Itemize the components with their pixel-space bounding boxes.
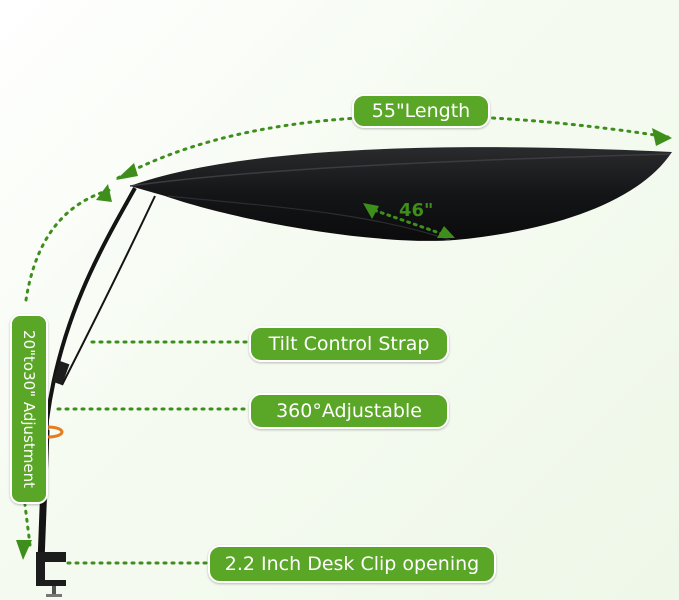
length-dimension-arc (116, 114, 670, 180)
height-dimension-arc (23, 188, 112, 547)
height-adjustment-text: 20"to30" Adjustment (20, 330, 39, 488)
height-arrow-up-icon (96, 184, 112, 202)
umbrella-pole (40, 187, 137, 561)
canopy-bottom-fold (167, 195, 451, 241)
width-arrow-right-icon (437, 226, 455, 238)
clip-label: 2.2 Inch Desk Clip opening (208, 545, 496, 583)
desk-clip-icon (36, 552, 66, 597)
tilt-strap-label: Tilt Control Strap (249, 326, 449, 362)
canopy (130, 147, 672, 241)
height-arrow-down-icon (16, 540, 32, 560)
height-adjustment-label: 20"to30" Adjustment (10, 314, 48, 504)
width-label: 46" (399, 200, 434, 221)
length-label: 55"Length (352, 94, 490, 128)
width-dimension-line (366, 206, 450, 238)
rotation-label: 360°Adjustable (249, 393, 449, 429)
tilt-control-strap (61, 195, 156, 386)
canopy-top-fold (129, 153, 671, 187)
strap-buckle (52, 360, 70, 386)
length-arrow-left-icon (116, 163, 138, 180)
length-arrow-right-icon (652, 128, 672, 146)
width-arrow-left-icon (363, 203, 379, 219)
